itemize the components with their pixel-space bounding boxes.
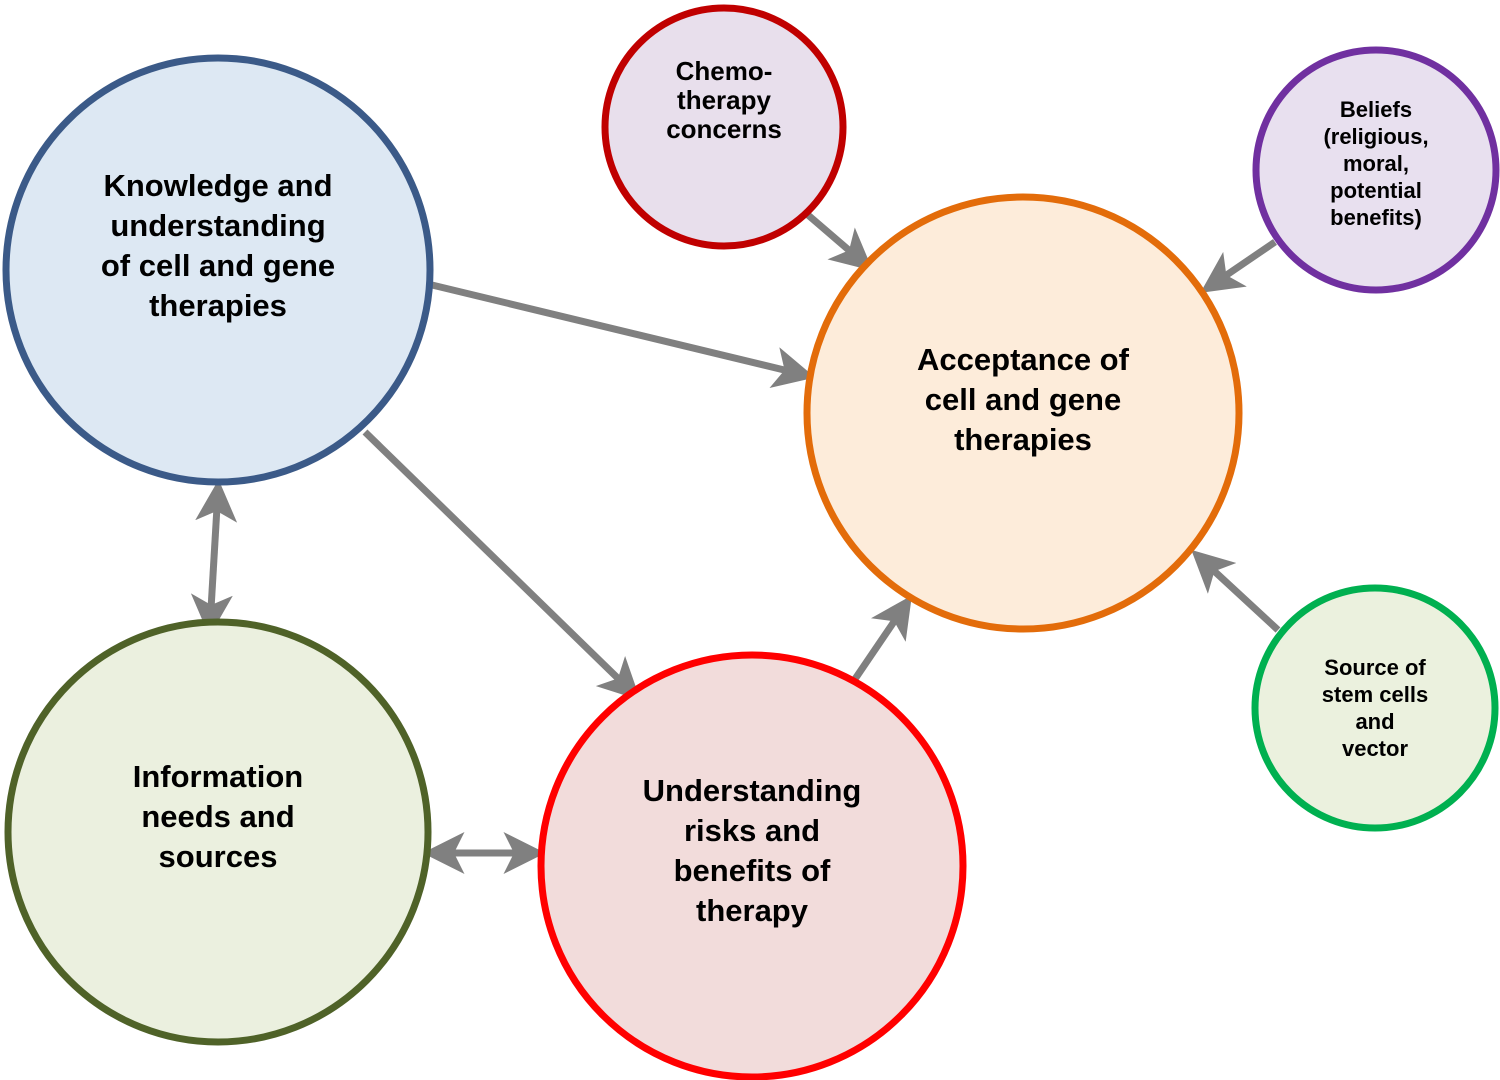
label-line: Understanding: [643, 773, 862, 808]
label-line: Knowledge and: [103, 168, 332, 203]
arrow-knowledge-to-understanding: [362, 429, 641, 701]
label-line: therapy: [696, 893, 809, 928]
node-understanding-circle: [537, 651, 967, 1080]
label-line: understanding: [110, 208, 325, 243]
node-information: Information needs and sources: [4, 618, 432, 1046]
label-line: stem cells: [1322, 682, 1428, 707]
label-line: Source of: [1324, 655, 1426, 680]
arrow-chemo-to-acceptance: [805, 212, 873, 271]
label-line: risks and: [684, 813, 820, 848]
arrow-knowledge-to-acceptance: [431, 281, 816, 389]
label-line: therapy: [677, 85, 771, 115]
label-line: concerns: [666, 114, 782, 144]
node-knowledge-circle: [2, 54, 434, 486]
node-knowledge-label: Knowledge and understanding of cell and ge…: [101, 168, 335, 323]
label-line: Information: [133, 759, 304, 794]
node-understanding-label: Understanding risks and benefits of therapy: [643, 773, 862, 928]
node-information-circle: [4, 618, 432, 1046]
arrow-source-to-acceptance: [1191, 549, 1281, 633]
label-line: vector: [1342, 736, 1408, 761]
node-beliefs-circle: [1252, 46, 1500, 294]
label-line: cell and gene: [925, 382, 1121, 417]
label-line: benefits of: [674, 853, 831, 888]
label-line: needs and: [141, 799, 294, 834]
node-understanding: Understanding risks and benefits of therapy: [537, 651, 967, 1080]
node-chemo-circle: [601, 4, 847, 250]
label-line: therapies: [149, 288, 287, 323]
label-line: benefits): [1330, 205, 1422, 230]
node-acceptance-circle: [803, 193, 1243, 633]
node-information-label: Information needs and sources: [133, 759, 304, 874]
label-line: of cell and gene: [101, 248, 335, 283]
label-line: and: [1355, 709, 1394, 734]
arrow-knowledge-to-information: [190, 479, 238, 637]
label-line: sources: [159, 839, 278, 874]
label-line: (religious,: [1323, 124, 1428, 149]
label-line: Beliefs: [1340, 97, 1412, 122]
label-line: Chemo-: [676, 56, 773, 86]
arrow-beliefs-to-acceptance: [1200, 239, 1277, 293]
arrow-understanding-to-acceptance: [850, 595, 912, 684]
node-source-circle: [1251, 584, 1499, 832]
node-acceptance-label: Acceptance of cell and gene therapies: [917, 342, 1130, 457]
node-knowledge: Knowledge and understanding of cell and ge…: [2, 54, 434, 486]
label-line: moral,: [1343, 151, 1409, 176]
label-line: therapies: [954, 422, 1092, 457]
label-line: Acceptance of: [917, 342, 1130, 377]
label-line: potential: [1330, 178, 1422, 203]
node-acceptance: Acceptance of cell and gene therapies: [803, 193, 1243, 633]
